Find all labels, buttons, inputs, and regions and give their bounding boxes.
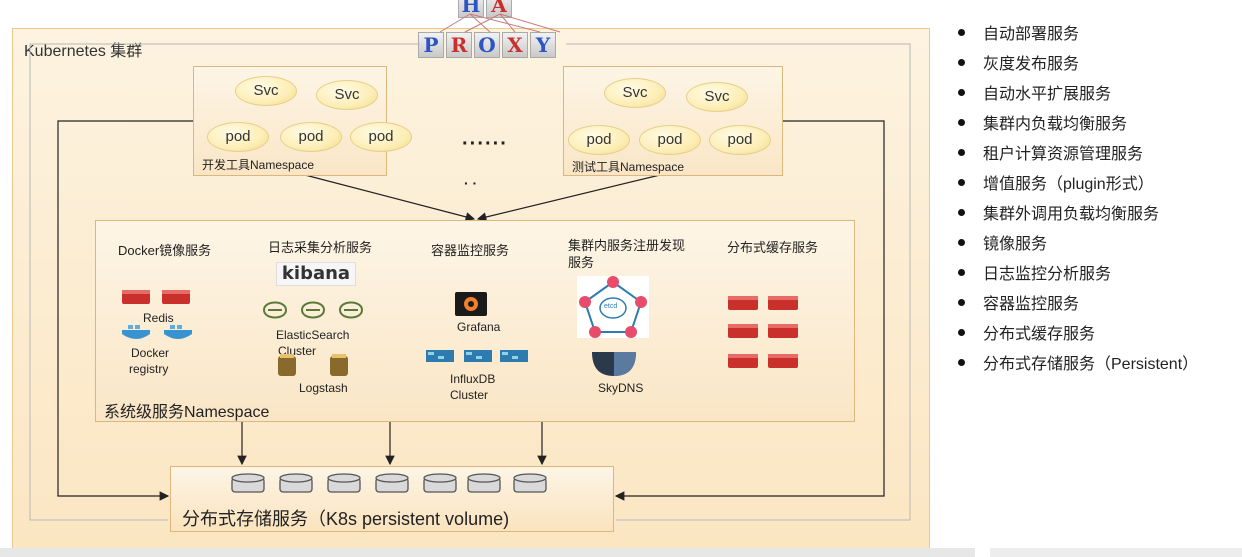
redis-label: Redis (143, 311, 174, 325)
pod-node: pod (639, 125, 701, 155)
system-namespace (95, 220, 855, 422)
storage-label: 分布式存储服务（K8s persistent volume) (182, 509, 510, 529)
skydns-icon (592, 352, 636, 376)
logstash-label: Logstash (299, 381, 348, 395)
svc-node: Svc (604, 78, 666, 108)
cluster-label: Kubernetes 集群 (24, 43, 143, 60)
skydns-label: SkyDNS (598, 381, 644, 395)
haproxy-connector-lines (439, 13, 561, 33)
etcd-label: etcd (604, 303, 618, 310)
pod-node: pod (709, 125, 771, 155)
pod-node: pod (350, 122, 412, 152)
pod-node: pod (280, 122, 342, 152)
list-item: 分布式存储服务（Persistent） (958, 350, 1198, 374)
log-service-label: 日志采集分析服务 (268, 240, 373, 255)
list-item: 镜像服务 (958, 230, 1047, 254)
ellipsis: ······ (462, 133, 508, 155)
ellipsis-small: · · (464, 175, 478, 191)
svc-node: Svc (686, 82, 748, 112)
svc-node: Svc (316, 80, 378, 110)
influxdb-icon (426, 350, 528, 362)
bottom-bar-right (990, 548, 1242, 557)
pod-node: pod (207, 122, 269, 152)
haproxy-letter: Y (530, 32, 556, 58)
etcd-icon (577, 276, 649, 338)
svc-node: Svc (235, 76, 297, 106)
list-item: 自动部署服务 (958, 20, 1079, 44)
elasticsearch-label-1: ElasticSearch (276, 328, 350, 342)
docker-service-label: Docker镜像服务 (118, 243, 212, 258)
monitor-service-label: 容器监控服务 (431, 243, 510, 258)
influxdb-label-2: Cluster (450, 388, 489, 402)
list-item: 自动水平扩展服务 (958, 80, 1111, 104)
storage-disk-icons (231, 473, 547, 493)
discovery-service-label: 集群内服务注册发现服务 (568, 238, 686, 270)
list-item: 容器监控服务 (958, 290, 1079, 314)
redis-icon (122, 290, 190, 304)
list-item: 灰度发布服务 (958, 50, 1079, 74)
grafana-label: Grafana (457, 320, 501, 334)
docker-registry-label-2: registry (129, 362, 169, 376)
kibana-logo: kibana (276, 262, 356, 286)
grafana-icon (455, 292, 487, 316)
haproxy-letter: H (458, 0, 484, 18)
list-item: 日志监控分析服务 (958, 260, 1111, 284)
docker-whale-icon (122, 325, 192, 339)
redis-cluster-icon (728, 296, 798, 368)
haproxy-letter: R (446, 32, 472, 58)
test-namespace-label: 测试工具Namespace (572, 160, 685, 174)
logstash-icon (278, 354, 348, 376)
influxdb-label-1: InfluxDB (450, 372, 496, 386)
docker-registry-label-1: Docker (131, 346, 170, 360)
test-namespace (563, 66, 783, 176)
list-item: 集群内负载均衡服务 (958, 110, 1127, 134)
haproxy-letter: X (502, 32, 528, 58)
cache-service-label: 分布式缓存服务 (727, 240, 819, 255)
list-item: 租户计算资源管理服务 (958, 140, 1143, 164)
system-namespace-label: 系统级服务Namespace (104, 404, 270, 421)
list-item: 增值服务（plugin形式） (958, 170, 1154, 194)
list-item: 集群外调用负载均衡服务 (958, 200, 1159, 224)
haproxy-letter: P (418, 32, 444, 58)
bottom-bar (0, 548, 975, 557)
pod-node: pod (568, 125, 630, 155)
list-item: 分布式缓存服务 (958, 320, 1095, 344)
haproxy-letter: A (486, 0, 512, 18)
dev-namespace-label: 开发工具Namespace (202, 158, 315, 172)
haproxy-letter: O (474, 32, 500, 58)
elasticsearch-icon (262, 301, 364, 319)
